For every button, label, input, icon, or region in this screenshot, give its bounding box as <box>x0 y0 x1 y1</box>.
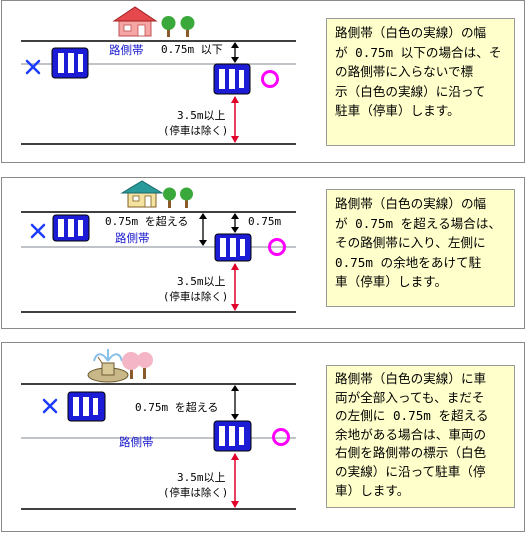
house-icon <box>112 6 158 37</box>
car-icon-correct <box>214 233 252 262</box>
blossom-tree-icon <box>122 352 153 379</box>
rule-panel-3: 0.75m を超える 路側帯 3.5m以上 (停車は除く) 路側帯（白色の実線）… <box>1 342 525 532</box>
car-icon-wrong <box>67 391 106 422</box>
rule-panel-1: 路側帯 0.75m 以下 3.5m以上 (停車は除く) 路側帯（白色の実線）の幅… <box>1 0 525 163</box>
distance-note: (停車は除く) <box>163 125 229 137</box>
note-line: その路側帯に入り、左側に <box>335 235 486 250</box>
width-arrow <box>231 42 239 63</box>
house-icon <box>120 180 164 208</box>
fountain-icon <box>87 349 129 383</box>
note-line: 両が全部入っても、まだそ <box>335 389 485 405</box>
car-icon-correct <box>213 420 252 452</box>
car-icon-correct <box>213 63 251 95</box>
road-diagram-3 <box>21 349 296 510</box>
o-mark-icon <box>272 428 290 446</box>
note-line: 右側を路側帯の標示（白色 <box>335 445 487 461</box>
width-arrow <box>199 213 207 246</box>
note-line: 路側帯（白色の実線）の幅 <box>335 196 487 211</box>
note-line: 駐車（停車）します。 <box>335 103 460 118</box>
rule-note: 路側帯（白色の実線）の幅が 0.75m 以下の場合は、その路側帯に入らないで標示… <box>326 18 515 146</box>
x-mark-icon <box>25 59 41 75</box>
rule-note: 路側帯（白色の実線）に車両が全部入っても、まだその左側に 0.75m を超える余… <box>326 365 515 508</box>
note-line: 示（白色の実線）に沿って <box>335 83 486 99</box>
rule-panel-2: 0.75m を超える 路側帯 0.75m 3.5m以上 (停車は除く) 路側帯（… <box>1 177 525 329</box>
o-mark-icon <box>268 238 286 256</box>
tree-icon <box>163 187 193 208</box>
width-arrow <box>231 385 239 420</box>
shoulder-label: 路側帯 <box>119 435 154 449</box>
note-line: 0.75m の余地をあけて駐 <box>335 254 482 270</box>
note-line: が 0.75m 以下の場合は、そ <box>335 44 502 60</box>
o-mark-icon <box>261 70 279 88</box>
distance-label: 3.5m以上 <box>177 275 226 288</box>
note-line: 路側帯（白色の実線）に車 <box>335 371 487 386</box>
distance-arrow <box>231 263 239 311</box>
gap-label: 0.75m <box>248 215 282 228</box>
shoulder-label: 路側帯 <box>115 231 150 245</box>
distance-note: (停車は除く) <box>163 291 229 303</box>
tree-icon <box>161 16 195 37</box>
note-line: 車（停車）します。 <box>335 274 448 289</box>
note-line: の実線）に沿って駐車（停 <box>335 463 486 479</box>
car-icon-wrong <box>52 214 90 242</box>
rule-note: 路側帯（白色の実線）の幅が 0.75m を超える場合は、その路側帯に入り、左側に… <box>326 189 515 307</box>
distance-label: 3.5m以上 <box>177 471 226 484</box>
note-line: が 0.75m を超える場合は、 <box>335 215 502 231</box>
note-line: 余地がある場合は、車両の <box>335 426 487 442</box>
distance-arrow <box>231 96 239 143</box>
note-line: 路側帯（白色の実線）の幅 <box>335 25 487 40</box>
width-label: 0.75m を超える <box>105 215 189 228</box>
shoulder-label: 路側帯 <box>109 43 144 57</box>
distance-note: (停車は除く) <box>163 487 229 499</box>
x-mark-icon <box>42 398 58 414</box>
road-diagram-2 <box>21 180 296 313</box>
note-line: 車）します。 <box>335 482 410 498</box>
x-mark-icon <box>30 223 46 239</box>
distance-label: 3.5m以上 <box>177 109 226 122</box>
note-line: の路側帯に入らないで標 <box>335 64 474 79</box>
distance-arrow <box>231 453 239 508</box>
note-line: の左側に 0.75m を超える <box>335 408 489 424</box>
car-icon-wrong <box>51 47 89 79</box>
width-label: 0.75m を超える <box>135 401 219 414</box>
gap-arrow <box>231 213 239 233</box>
width-label: 0.75m 以下 <box>161 43 223 56</box>
road-diagram-1 <box>21 6 296 145</box>
